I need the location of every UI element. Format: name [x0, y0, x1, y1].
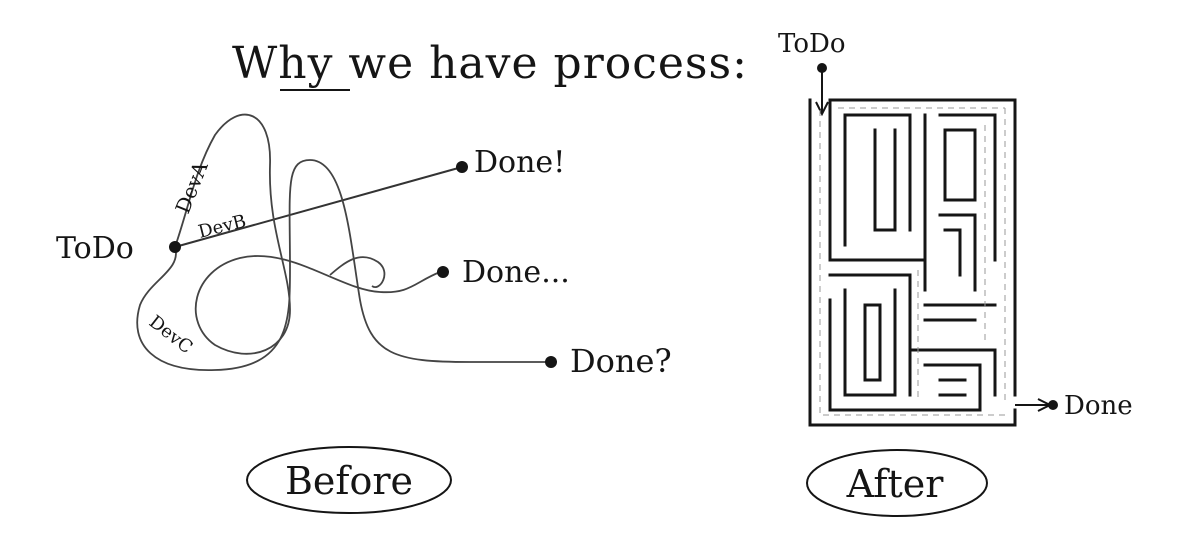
done-b-label: Done... [462, 255, 570, 290]
devb-path [174, 166, 463, 248]
devb-squiggle [329, 256, 386, 288]
page-title: Why we have process: [232, 38, 748, 89]
after-start-arrowhead [815, 101, 829, 117]
dev-b-label: DevB [196, 211, 248, 243]
done-a-dot [456, 161, 468, 173]
before-diagram: ToDo DevA DevB DevC Done! Done... Done? … [56, 113, 672, 514]
before-caption: Before [285, 459, 413, 503]
done-c-label: Done? [570, 342, 672, 380]
devc-path [136, 159, 550, 371]
done-a-label: Done! [474, 145, 565, 180]
after-caption-ellipse [806, 449, 988, 517]
deva-path [174, 113, 441, 355]
done-c-dot [545, 356, 557, 368]
maze-guides [819, 107, 1006, 416]
after-end-label: Done [1064, 391, 1133, 421]
after-start-label: ToDo [778, 29, 845, 59]
before-start-label: ToDo [56, 231, 134, 266]
after-end-dot [1048, 400, 1058, 410]
after-caption: After [846, 462, 945, 506]
done-b-dot [437, 266, 449, 278]
after-diagram: ToDo [778, 29, 1133, 517]
dev-a-label: DevA [170, 158, 213, 217]
before-caption-ellipse [246, 446, 452, 514]
maze [808, 98, 1017, 427]
dev-c-label: DevC [145, 311, 197, 358]
before-start-dot [169, 241, 181, 253]
